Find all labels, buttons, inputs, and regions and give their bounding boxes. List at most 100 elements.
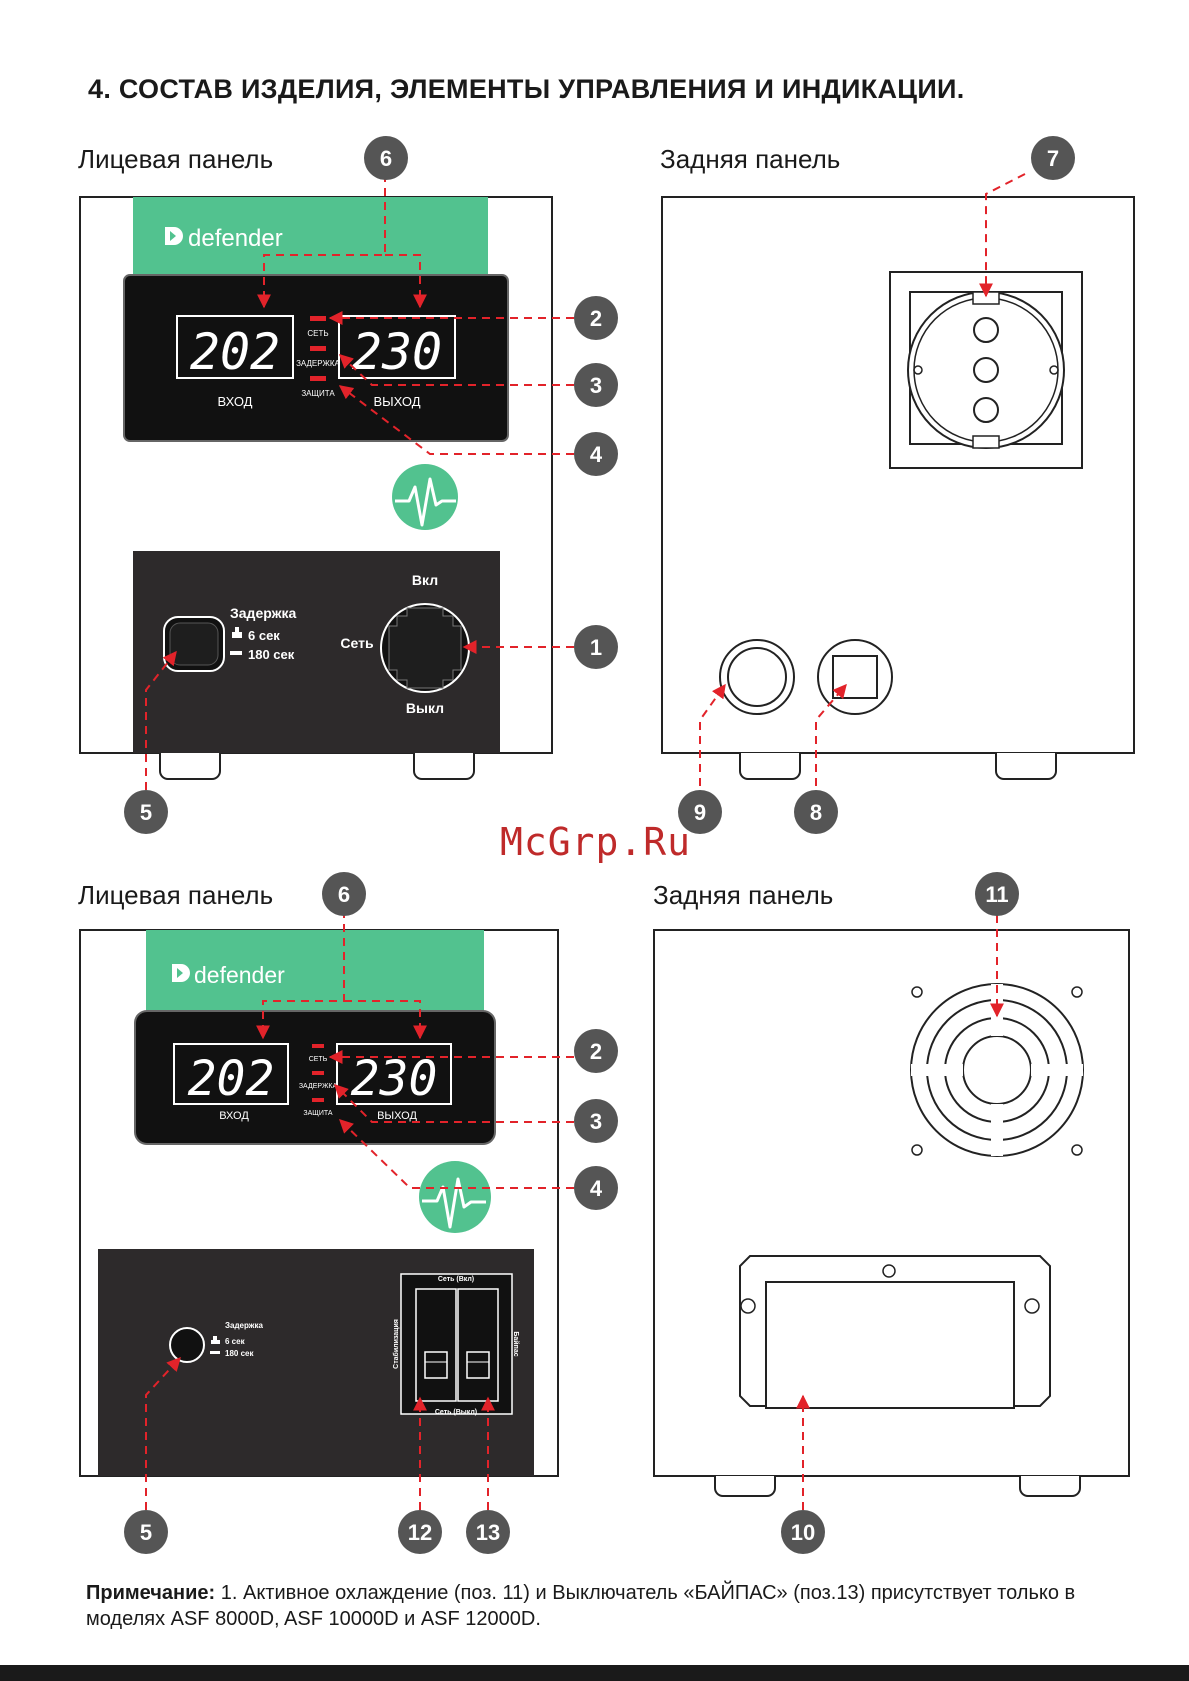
- section-title-rear-1: Задняя панель: [660, 144, 841, 174]
- callout-4: 4: [574, 432, 618, 476]
- brand-name: defender: [188, 225, 283, 252]
- svg-text:9: 9: [694, 800, 706, 825]
- output-label: ВЫХОД: [377, 1110, 417, 1122]
- stabilization-breaker[interactable]: [415, 1288, 457, 1402]
- delay-title: Задержка: [230, 605, 297, 621]
- input-display: [173, 1043, 289, 1105]
- delay-6-icon: [211, 1340, 220, 1344]
- breaker-block: Сеть (Вкл) Сеть (Выкл) Стабилизация Байп…: [392, 1273, 520, 1416]
- output-voltage: 230: [352, 323, 442, 381]
- front-panel-1: defender 202 230 ВХОД ВЫХОД СЕТЬ ЗАДЕРЖК…: [79, 196, 553, 780]
- display-panel: [123, 274, 509, 442]
- output-socket[interactable]: [889, 271, 1083, 469]
- callout-1: 1: [574, 625, 618, 669]
- delay-button[interactable]: [169, 1327, 205, 1363]
- callout-3: 3: [574, 363, 618, 407]
- footer-bar: [0, 1665, 1189, 1681]
- callout-6: 6: [322, 872, 366, 916]
- brand-strip: [133, 197, 488, 275]
- net-off-label: Сеть (Выкл): [435, 1409, 477, 1416]
- callout-7: 7: [1031, 136, 1075, 180]
- delay-6-label: 6 сек: [248, 628, 280, 643]
- led-delay-label: ЗАДЕРЖКА: [296, 359, 340, 368]
- input-cable-gland[interactable]: [817, 639, 893, 715]
- svg-text:13: 13: [476, 1520, 500, 1545]
- delay-180-label: 180 сек: [248, 647, 295, 662]
- footnote-label: Примечание:: [86, 1582, 216, 1604]
- cooling-fan-grille: [910, 983, 1084, 1157]
- brand-name: defender: [194, 962, 285, 988]
- led-net-label: СЕТЬ: [307, 329, 328, 338]
- callout-11: 11: [975, 872, 1019, 916]
- callout-5: 5: [124, 790, 168, 834]
- input-voltage: 202: [188, 1051, 275, 1107]
- callout-5: 5: [124, 1510, 168, 1554]
- callout-badges: 6 7 2 3 4 1 5 9 8 6 11 2 3 4 5 12 13 10: [124, 136, 1075, 1554]
- led-protect: [312, 1098, 324, 1102]
- foot: [1019, 1476, 1081, 1497]
- input-display: [176, 315, 294, 379]
- section-title-front-2: Лицевая панель: [78, 880, 274, 910]
- svg-text:10: 10: [791, 1520, 815, 1545]
- callout-3: 3: [574, 1099, 618, 1143]
- callout-2: 2: [574, 296, 618, 340]
- section-title-front-1: Лицевая панель: [78, 144, 274, 174]
- foot: [739, 753, 801, 780]
- led-net: [312, 1044, 324, 1048]
- svg-text:11: 11: [985, 882, 1008, 907]
- bypass-breaker[interactable]: [457, 1288, 499, 1402]
- switch-off-label: Выкл: [406, 700, 444, 716]
- delay-180-icon: [210, 1351, 220, 1354]
- svg-text:2: 2: [590, 306, 602, 331]
- callout-9: 9: [678, 790, 722, 834]
- output-display: [338, 315, 456, 379]
- power-switch-knob[interactable]: [380, 603, 470, 693]
- callout-6: 6: [364, 136, 408, 180]
- delay-button[interactable]: [163, 616, 225, 672]
- bypass-label: Байпас: [512, 1331, 520, 1356]
- led-net: [310, 316, 326, 321]
- pulse-icon: [419, 1161, 491, 1233]
- leader-lines: [145, 173, 1026, 1510]
- switch-net-label: Сеть: [340, 635, 374, 651]
- watermark: McGrp.Ru: [500, 820, 692, 864]
- pulse-icon: [392, 464, 458, 530]
- callout-8: 8: [794, 790, 838, 834]
- callout-13: 13: [466, 1510, 510, 1554]
- switch-on-label: Вкл: [412, 572, 438, 588]
- led-protect-label: ЗАЩИТА: [303, 1110, 333, 1117]
- led-net-label: СЕТЬ: [309, 1056, 328, 1063]
- led-protect-label: ЗАЩИТА: [301, 389, 335, 398]
- rear-panel-1: [661, 196, 1135, 780]
- led-delay: [310, 346, 326, 351]
- delay-6-label: 6 сек: [225, 1337, 246, 1346]
- input-label: ВХОД: [218, 394, 253, 409]
- svg-text:12: 12: [408, 1520, 432, 1545]
- svg-text:2: 2: [590, 1039, 602, 1064]
- svg-text:6: 6: [380, 146, 392, 171]
- svg-text:8: 8: [810, 800, 822, 825]
- svg-text:3: 3: [590, 1109, 602, 1134]
- svg-text:5: 5: [140, 800, 152, 825]
- svg-text:1: 1: [590, 635, 602, 660]
- led-protect: [310, 376, 326, 381]
- led-delay: [312, 1071, 324, 1075]
- foot: [159, 753, 221, 780]
- fuse-holder[interactable]: [719, 639, 795, 715]
- delay-6-icon: [232, 632, 242, 638]
- output-voltage: 230: [351, 1051, 438, 1107]
- svg-text:3: 3: [590, 373, 602, 398]
- output-display: [336, 1043, 452, 1105]
- stab-label: Стабилизация: [392, 1319, 400, 1369]
- svg-text:6: 6: [338, 882, 350, 907]
- net-on-label: Сеть (Вкл): [438, 1276, 474, 1283]
- delay-180-icon: [230, 651, 242, 655]
- svg-text:4: 4: [590, 442, 603, 467]
- delay-180-label: 180 сек: [225, 1349, 254, 1358]
- terminal-block-cover[interactable]: [739, 1255, 1051, 1409]
- footnote: Примечание: 1. Активное охлаждение (поз.…: [86, 1580, 1096, 1632]
- rear-panel-2: [653, 929, 1130, 1497]
- led-delay-label: ЗАДЕРЖКА: [299, 1083, 338, 1090]
- svg-text:5: 5: [140, 1520, 152, 1545]
